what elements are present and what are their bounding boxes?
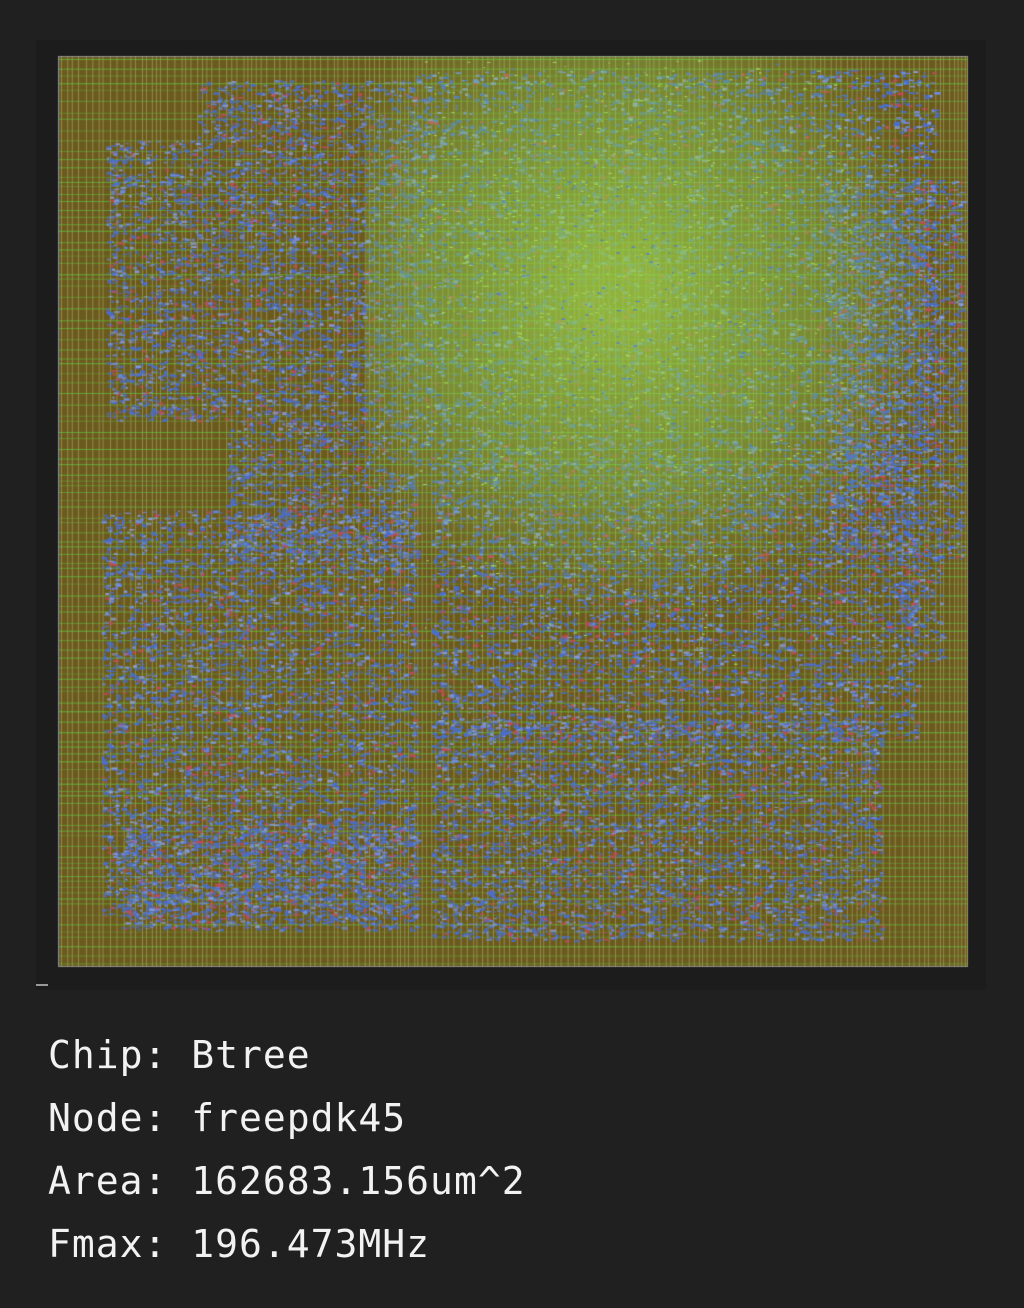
info-row-area: Area162683.156um^2 [48,1150,988,1213]
info-value-area: 162683.156um^2 [191,1159,526,1203]
info-row-node: Nodefreepdk45 [48,1087,988,1150]
info-key-fmax: Fmax [48,1222,191,1266]
info-value-node: freepdk45 [191,1096,407,1140]
info-key-node: Node [48,1096,191,1140]
chip-info-panel: ChipBtree Nodefreepdk45 Area162683.156um… [48,1024,988,1276]
scale-bar [36,984,48,986]
info-row-chip: ChipBtree [48,1024,988,1087]
info-value-fmax: 196.473MHz [191,1222,431,1266]
chip-layout-canvas [36,40,986,990]
chip-layout-view [36,40,986,990]
info-key-chip: Chip [48,1033,191,1077]
info-key-area: Area [48,1159,191,1203]
info-value-chip: Btree [191,1033,311,1077]
info-row-fmax: Fmax196.473MHz [48,1213,988,1276]
